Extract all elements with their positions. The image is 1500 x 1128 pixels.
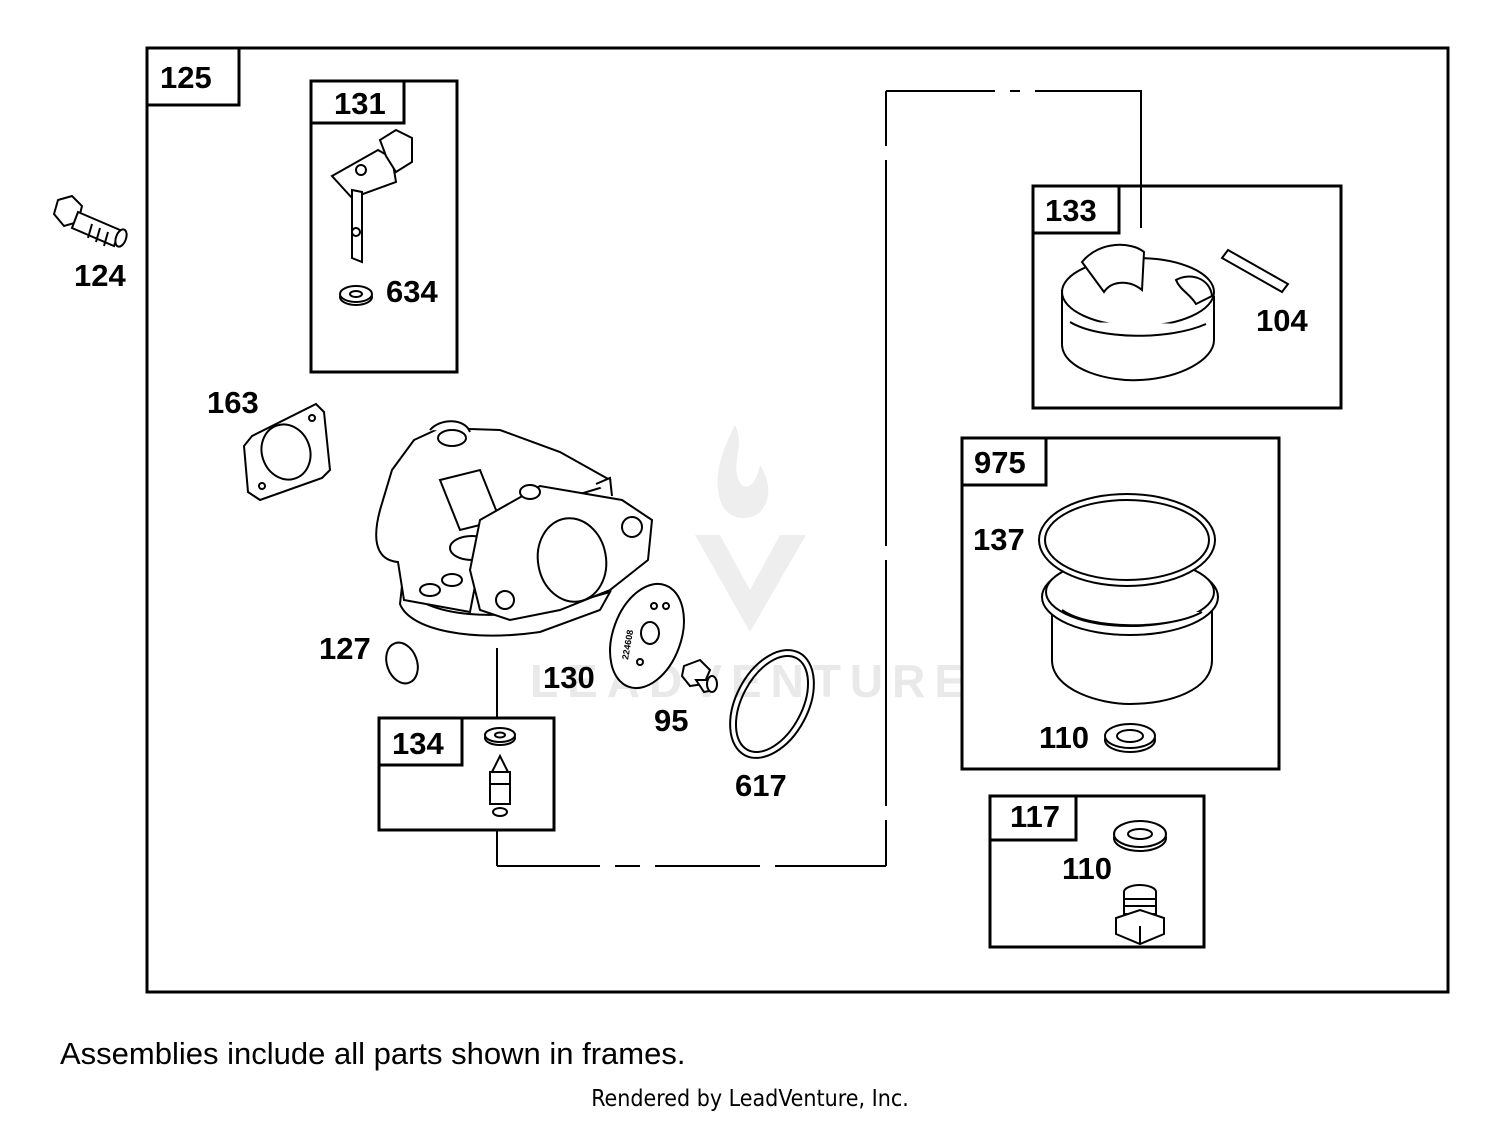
gasket-part[interactable] — [242, 402, 332, 502]
part-95-label: 95 — [654, 703, 688, 738]
connector-lines — [496, 90, 1142, 867]
frame-133-label: 133 — [1045, 193, 1097, 228]
part-127-label: 127 — [319, 631, 371, 666]
choke-shaft-part — [330, 128, 413, 264]
float-bowl-upper-part — [1061, 243, 1215, 382]
jet-screw-part[interactable] — [680, 658, 718, 694]
frame-975-label: 975 — [974, 445, 1026, 480]
frame-117[interactable]: 117 110 — [988, 794, 1206, 949]
bowl-washer-part — [1104, 723, 1156, 753]
frame-134-label: 134 — [392, 726, 444, 761]
choke-washer-part — [339, 285, 373, 306]
pin-part — [1220, 248, 1290, 294]
frame-131[interactable]: 131 634 — [309, 79, 459, 374]
rendered-by-credit: Rendered by LeadVenture, Inc. — [591, 1086, 909, 1112]
welch-plug-part[interactable] — [381, 638, 424, 688]
float-part — [1038, 493, 1219, 706]
frame-125-label: 125 — [160, 60, 212, 95]
part-124-label: 124 — [74, 258, 126, 293]
part-617-label: 617 — [735, 768, 787, 803]
part-104-label: 104 — [1256, 303, 1308, 338]
part-137-label: 137 — [973, 522, 1025, 557]
frame-133[interactable]: 133 104 — [1031, 184, 1343, 410]
frame-117-label: 117 — [1010, 799, 1060, 834]
frame-134[interactable]: 134 — [377, 716, 556, 832]
bowl-gasket-part[interactable] — [713, 636, 831, 772]
frame-131-label: 131 — [334, 86, 386, 121]
part-110-bowl-label: 110 — [1039, 720, 1089, 755]
drain-washer-part — [1113, 820, 1167, 852]
part-130-label: 130 — [543, 660, 595, 695]
assemblies-note: Assemblies include all parts shown in fr… — [60, 1036, 686, 1071]
needle-valve-part — [484, 727, 516, 817]
watermark-text: LEADVENTURE — [530, 655, 974, 707]
frame-975[interactable]: 975 137 110 — [960, 436, 1281, 771]
part-163-label: 163 — [207, 385, 259, 420]
leadventure-watermark: LEADVENTURE — [530, 425, 974, 707]
part-110-drain-label: 110 — [1062, 851, 1112, 886]
frame-125[interactable]: 125 — [145, 46, 1450, 994]
carburetor-body-part[interactable] — [375, 420, 654, 637]
drain-plug-part — [1115, 884, 1165, 946]
pump-disc-part[interactable]: 224608 — [597, 574, 698, 699]
bolt-part[interactable] — [52, 194, 129, 248]
part-634-label: 634 — [386, 274, 438, 309]
